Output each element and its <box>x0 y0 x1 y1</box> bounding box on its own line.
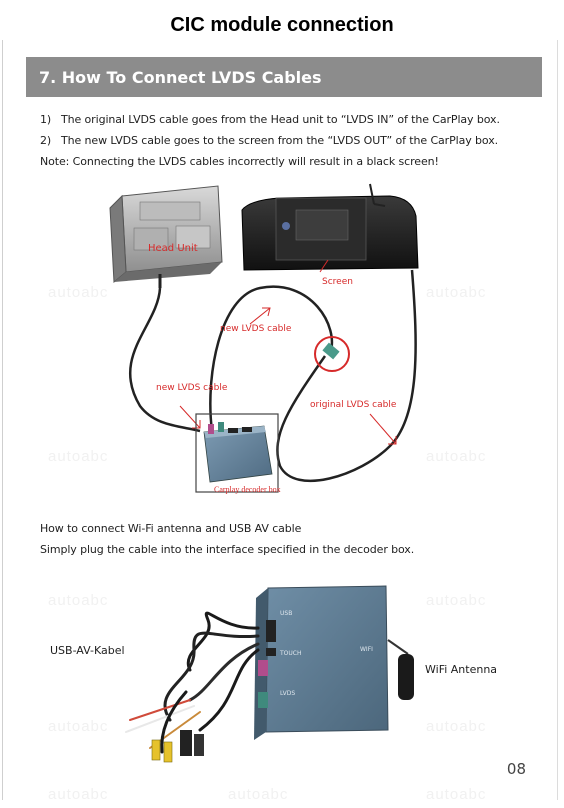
connector-highlight-circle <box>314 336 350 372</box>
lvds-wiring-diagram: Head Unit Screen new LVDS cable new LVDS… <box>100 176 440 506</box>
watermark: autoabc <box>426 448 487 465</box>
watermark: autoabc <box>48 718 109 735</box>
rca-connectors <box>151 730 204 763</box>
usb-av-cable-label: USB-AV-Kabel <box>50 644 125 657</box>
head-unit-illustration <box>109 185 223 288</box>
decoder-box-large <box>254 585 389 740</box>
instruction-number: 2) <box>40 134 52 147</box>
arrow-screen <box>319 259 329 273</box>
warning-note: Note: Connecting the LVDS cables incorre… <box>40 155 439 168</box>
wifi-section-text: Simply plug the cable into the interface… <box>40 543 415 556</box>
original-cable-label: original LVDS cable <box>310 400 397 410</box>
decoder-box-label: Carplay decoder box <box>214 485 281 494</box>
arrow-new-cable-left <box>179 405 201 429</box>
screen-label: Screen <box>322 277 353 287</box>
box-port-label-wifi: WIFI <box>360 646 373 653</box>
original-lvds-cable <box>276 269 417 483</box>
watermark: autoabc <box>48 284 109 301</box>
watermark: autoabc <box>426 786 487 803</box>
instruction-1: 1) The original LVDS cable goes from the … <box>40 113 500 126</box>
screen-illustration <box>241 183 419 271</box>
decoder-box-illustration <box>195 413 279 493</box>
wifi-usb-diagram: USB-AV-Kabel WiFi Antenna USB TOUCH LVDS… <box>50 580 497 770</box>
section-title: 7. How To Connect LVDS Cables <box>39 67 322 87</box>
wifi-section-heading: How to connect Wi-Fi antenna and USB AV … <box>40 522 302 535</box>
watermark: autoabc <box>426 718 487 735</box>
watermark: autoabc <box>426 592 487 609</box>
lvds-connector <box>322 342 340 360</box>
arrow-original-cable <box>369 413 397 445</box>
section-header: 7. How To Connect LVDS Cables <box>26 57 542 97</box>
box-port-label-touch: TOUCH <box>280 650 302 657</box>
new-cable-top-label: new LVDS cable <box>220 324 292 334</box>
instruction-number: 1) <box>40 113 52 126</box>
instruction-text: The original LVDS cable goes from the He… <box>61 113 500 126</box>
watermark: autoabc <box>48 448 109 465</box>
wifi-usb-illustration <box>125 585 414 763</box>
page-border-right <box>557 40 558 800</box>
new-lvds-cable-top <box>209 285 334 432</box>
page-number: 08 <box>506 760 526 778</box>
box-port-label-lvds: LVDS <box>280 690 296 697</box>
instruction-2: 2) The new LVDS cable goes to the screen … <box>40 134 498 147</box>
wifi-antenna-label: WiFi Antenna <box>425 663 498 676</box>
box-port-label-usb: USB <box>280 610 293 617</box>
watermark: autoabc <box>426 284 487 301</box>
watermark: autoabc <box>228 786 289 803</box>
wifi-antenna-illustration <box>387 639 414 700</box>
arrow-new-cable-top <box>249 307 271 325</box>
new-cable-left-label: new LVDS cable <box>156 383 228 393</box>
instruction-text: The new LVDS cable goes to the screen fr… <box>61 134 499 147</box>
watermark: autoabc <box>48 786 109 803</box>
lvds-wiring-illustration <box>109 183 419 493</box>
page-border-left <box>2 40 3 800</box>
head-unit-label: Head Unit <box>148 243 198 254</box>
page-title: CIC module connection <box>170 14 394 36</box>
new-lvds-cable-left <box>128 287 201 433</box>
watermark: autoabc <box>48 592 109 609</box>
